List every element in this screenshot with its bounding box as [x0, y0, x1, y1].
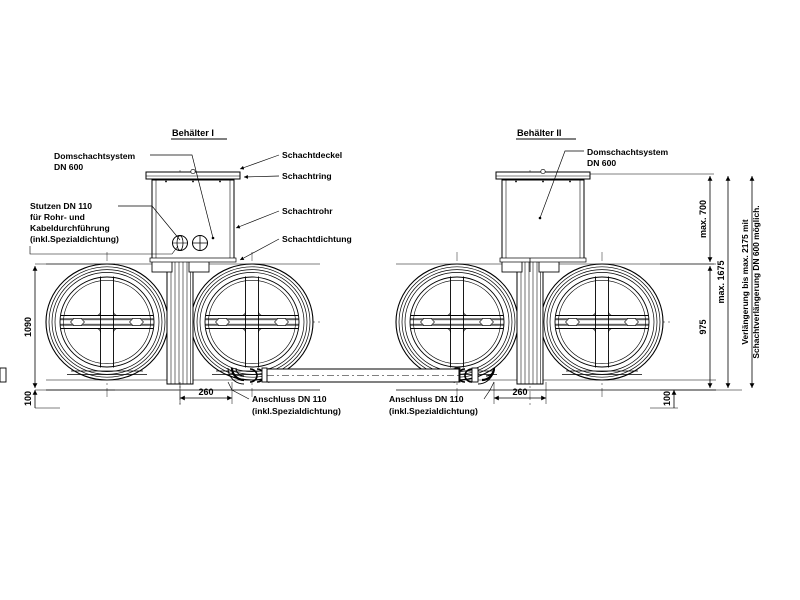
label-schachtdeckel-text: Schachtdeckel — [282, 150, 342, 160]
note-line-2: Schachtverlängerung DN 600 möglich. — [751, 205, 761, 358]
label-schachtring: Schachtring — [243, 171, 332, 181]
leader-stutzen-a — [118, 205, 181, 241]
stutzen-nozzles-1 — [172, 235, 208, 251]
label-schachtrohr-text: Schachtrohr — [282, 206, 333, 216]
leader-schachtdichtung — [239, 238, 280, 261]
label-anschluss-right-line1: Anschluss DN 110 — [389, 394, 464, 404]
note-verlaengerung: Verlängerung bis max. 2175 mit Schachtve… — [740, 176, 761, 388]
label-stutzen-line1: Stutzen DN 110 — [30, 201, 92, 211]
tank-body-2b — [540, 263, 664, 381]
leader-dome-left — [150, 154, 214, 239]
dim-value-max-1675: max. 1675 — [716, 260, 726, 303]
label-anschluss-left-line1: Anschluss DN 110 — [252, 394, 327, 404]
dome-shaft-2 — [495, 168, 591, 272]
leader-schachtring — [243, 174, 280, 179]
tank-assembly-1 — [0, 168, 320, 408]
leader-schachtdeckel — [239, 154, 280, 170]
tank-assembly-2 — [395, 168, 716, 408]
dimension-max-700: max. 700 — [590, 173, 714, 265]
leader-anschluss-left — [227, 381, 250, 400]
tank-body-1b — [190, 263, 314, 381]
label-dome-left-line1: Domschachtsystem — [54, 151, 136, 161]
shaft-cover-1 — [145, 168, 241, 183]
leader-anschluss-right — [483, 381, 495, 400]
dimension-max-1675: max. 1675 — [716, 176, 731, 388]
dim-value-260-right: 260 — [512, 387, 527, 397]
label-dome-right-line1: Domschachtsystem — [587, 147, 669, 157]
dim-value-base-right: 100 — [662, 391, 672, 406]
dim-value-base-left: 100 — [23, 391, 33, 406]
header-tank-2-text: Behälter II — [517, 128, 561, 138]
tank-body-2a — [395, 263, 519, 381]
dim-value-1090: 1090 — [23, 317, 33, 337]
dimension-260-right: 260 — [493, 382, 547, 404]
label-schachtdichtung-text: Schachtdichtung — [282, 234, 352, 244]
label-schachtring-text: Schachtring — [282, 171, 332, 181]
label-dome-left: Domschachtsystem DN 600 — [54, 151, 215, 240]
label-dome-left-line2: DN 600 — [54, 162, 83, 172]
label-anschluss-right-line2: (inkl.Spezialdichtung) — [389, 406, 478, 416]
dim-value-260-left: 260 — [198, 387, 213, 397]
label-stutzen: Stutzen DN 110 für Rohr- und Kabeldurchf… — [29, 201, 181, 255]
leader-dome-right — [539, 150, 584, 219]
shaft-seal-1 — [149, 257, 237, 263]
label-anschluss-left: Anschluss DN 110 (inkl.Spezialdichtung) — [227, 381, 341, 416]
connecting-pipe — [266, 368, 460, 383]
label-anschluss-left-line2: (inkl.Spezialdichtung) — [252, 406, 341, 416]
dimension-height-1090: 1090 — [23, 263, 115, 391]
dimension-base-right-100: 100 — [650, 390, 678, 409]
dim-value-975: 975 — [698, 319, 708, 334]
header-tank-1-text: Behälter I — [172, 128, 214, 138]
label-stutzen-line3: Kabeldurchführung — [30, 223, 110, 233]
shaft-seal-2 — [499, 257, 587, 263]
leader-schachtrohr — [235, 210, 280, 229]
label-dome-right: Domschachtsystem DN 600 — [538, 147, 669, 220]
tank-collar-1 — [166, 259, 194, 385]
dimension-975: 975 — [660, 266, 742, 391]
dimension-260-left: 260 — [179, 382, 233, 404]
note-line-1: Verlängerung bis max. 2175 mit — [740, 219, 750, 344]
tank-collar-2 — [516, 259, 544, 385]
tank-body-1a — [45, 263, 169, 381]
label-schachtdichtung: Schachtdichtung — [239, 234, 352, 261]
shaft-cover-2 — [495, 168, 591, 183]
header-tank-1: Behälter I — [171, 128, 227, 140]
leader-stutzen-b — [29, 245, 179, 255]
header-tank-2: Behälter II — [516, 128, 576, 140]
dim-value-max-700: max. 700 — [698, 200, 708, 238]
label-stutzen-line4: (inkl.Spezialdichtung) — [30, 234, 119, 244]
label-schachtrohr: Schachtrohr — [235, 206, 333, 229]
dimension-base-left-100: 100 — [23, 390, 60, 409]
label-stutzen-line2: für Rohr- und — [30, 212, 85, 222]
label-dome-right-line2: DN 600 — [587, 158, 616, 168]
label-anschluss-right: Anschluss DN 110 (inkl.Spezialdichtung) — [389, 381, 495, 416]
label-schachtdeckel: Schachtdeckel — [239, 150, 342, 170]
